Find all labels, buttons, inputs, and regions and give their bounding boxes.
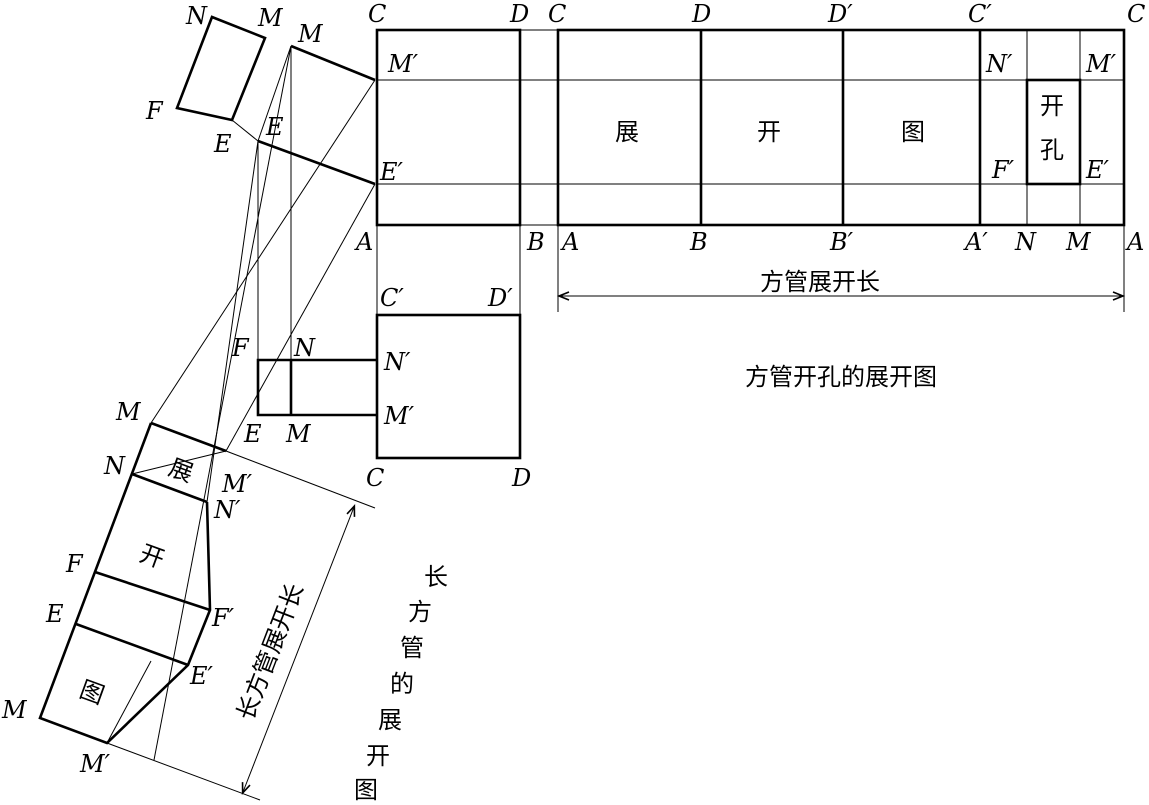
label-N: N	[103, 452, 126, 480]
label-M-prime: M′	[383, 402, 415, 430]
unroll-char-zhan: 展	[615, 118, 639, 146]
label-N: N	[293, 334, 316, 362]
vertical-caption-char: 展	[378, 706, 402, 734]
label-M-prime: M′	[221, 470, 253, 498]
label-M: M	[285, 420, 312, 448]
label-C: C	[368, 0, 386, 28]
label-D-prime: D′	[487, 284, 513, 312]
branch-pipe-unrolled-pattern	[38, 45, 376, 801]
label-E: E	[265, 113, 284, 141]
label-E: E	[213, 130, 232, 158]
slanted-branch-pipe	[175, 15, 376, 415]
vertical-caption-char: 方	[408, 598, 432, 626]
label-M: M	[257, 4, 284, 32]
caption-pipe-hole-unrolled: 方管开孔的展开图	[745, 363, 937, 391]
main-pipe-elevation	[375, 28, 558, 227]
label-M-prime: M′	[387, 50, 419, 78]
chinese-annotations: 展 开 图 开 孔 方管展开长 方管开孔的展开图 展 开 图 长方管展开长 长 …	[76, 92, 1064, 804]
label-E: E	[45, 600, 64, 628]
dimension-unrolled-length	[556, 225, 1126, 312]
label-C-prime: C′	[968, 0, 992, 28]
vertical-caption-char: 图	[354, 776, 378, 804]
label-E: E	[243, 420, 262, 448]
label-M-prime: M′	[1085, 50, 1117, 78]
label-E-prime: E′	[1085, 156, 1110, 184]
label-M: M	[1, 696, 28, 724]
label-M: M	[1065, 228, 1092, 256]
label-F: F	[65, 550, 84, 578]
pattern-char-kai: 开	[136, 539, 168, 574]
vertical-caption-char: 长	[424, 563, 448, 591]
pipe-section-view	[256, 225, 522, 460]
label-B: B	[526, 228, 545, 256]
label-M-prime: M′	[79, 750, 111, 778]
pattern-char-zhan: 展	[165, 453, 197, 488]
label-B: B	[689, 228, 708, 256]
label-N: N	[1014, 228, 1037, 256]
label-A: A	[354, 228, 373, 256]
label-N: N	[185, 2, 208, 30]
label-D-prime: D′	[827, 0, 853, 28]
label-D: D	[509, 0, 529, 28]
label-E-prime: E′	[379, 158, 404, 186]
label-F-prime: F′	[991, 156, 1015, 184]
label-F: F	[145, 97, 164, 125]
hole-char-kai: 开	[1040, 92, 1064, 120]
label-A-prime: A′	[963, 228, 988, 256]
label-F: F	[231, 334, 250, 362]
label-A: A	[560, 228, 579, 256]
vertical-caption-char: 管	[400, 634, 424, 662]
label-N-prime: N′	[213, 496, 241, 524]
unroll-char-tu: 图	[901, 118, 925, 146]
label-D: D	[511, 464, 531, 492]
point-labels: N M M F E E C M′ E′ A D B C′ D′ F N N′ M…	[1, 0, 1145, 778]
pattern-char-tu: 图	[76, 675, 108, 710]
label-N-prime: N′	[383, 348, 411, 376]
dimension-branch-length	[241, 504, 356, 795]
label-B-prime: B′	[829, 228, 854, 256]
label-C: C	[1127, 0, 1145, 28]
hole-outline	[1025, 78, 1082, 186]
label-C: C	[366, 464, 384, 492]
hole-char-kong: 孔	[1040, 136, 1064, 164]
unroll-char-kai: 开	[757, 118, 781, 146]
vertical-caption-char: 的	[390, 670, 414, 698]
label-C-prime: C′	[380, 284, 404, 312]
label-F-prime: F′	[211, 604, 235, 632]
vertical-caption-char: 开	[366, 742, 390, 770]
label-E-prime: E′	[189, 662, 214, 690]
label-C: C	[548, 0, 566, 28]
label-A: A	[1125, 228, 1144, 256]
dimension-label-unrolled-length: 方管展开长	[760, 268, 880, 296]
label-M: M	[115, 398, 142, 426]
main-pipe-unrolled	[556, 28, 1126, 227]
label-M: M	[297, 20, 324, 48]
label-D: D	[691, 0, 711, 28]
label-N-prime: N′	[985, 50, 1013, 78]
